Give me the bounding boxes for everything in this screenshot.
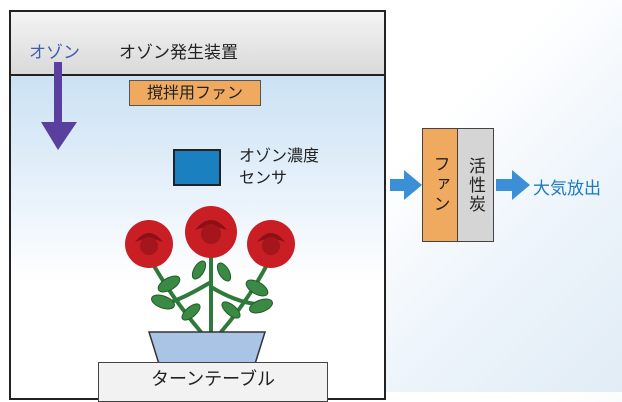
atmospheric-release-label: 大気放出 xyxy=(533,179,601,199)
ozone-generator-label: オゾン発生装置 xyxy=(119,43,238,63)
ozone-sensor-label: オゾン濃度 センサ xyxy=(239,145,319,189)
turntable: ターンテーブル xyxy=(98,362,328,402)
fumigation-chamber: オゾン オゾン発生装置 撹拌用ファン オゾン濃度 センサ xyxy=(9,10,386,402)
rose-plant-icon xyxy=(125,206,295,334)
flow-arrow-to-atmosphere xyxy=(496,170,530,200)
ozone-generator: オゾン オゾン発生装置 xyxy=(11,12,384,76)
exhaust-fan: ファン xyxy=(422,128,458,242)
ozone-label: オゾン xyxy=(29,43,80,63)
sensor-label-line1: オゾン濃度 xyxy=(239,146,320,165)
sensor-label-line2: センサ xyxy=(239,168,288,187)
flow-arrow-to-fan xyxy=(390,170,422,200)
ozone-flow-arrow xyxy=(41,62,77,150)
flower-pot xyxy=(147,331,267,365)
stirring-fan: 撹拌用ファン xyxy=(129,80,261,106)
rose-blooms xyxy=(125,206,295,268)
activated-carbon-filter: 活性炭 xyxy=(457,128,494,242)
ozone-sensor-icon xyxy=(173,149,221,186)
